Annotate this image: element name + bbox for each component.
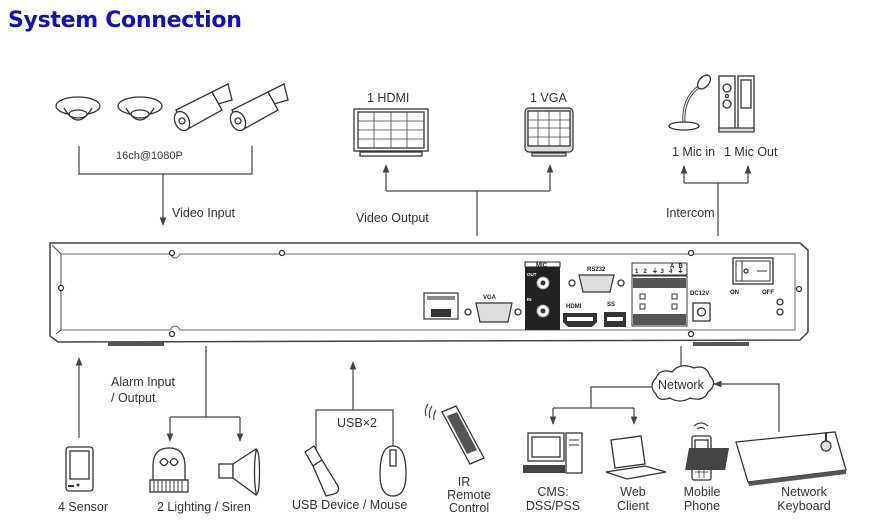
screw-icon xyxy=(687,330,695,338)
alarm-pin-label: ⏚ xyxy=(678,268,684,275)
vga-monitor-label: 1 VGA xyxy=(530,91,567,105)
mic-out-port-label: OUT xyxy=(527,272,537,277)
dc-power-jack xyxy=(692,302,711,322)
mic-block-label: MIC xyxy=(536,263,548,269)
bullet-camera-icon xyxy=(229,83,289,132)
alarm-pin-label: 3 xyxy=(661,269,665,275)
speaker-icon xyxy=(718,75,755,133)
network-label: Network xyxy=(658,378,705,392)
sensor-label: 4 Sensor xyxy=(58,500,108,514)
alarm-top-label: A xyxy=(670,264,675,270)
hdmi-port-label: HDMI xyxy=(566,304,582,310)
intercom-label: Intercom xyxy=(666,206,715,220)
lan-port: 品 xyxy=(423,292,459,320)
alarm-label-line1: Alarm Input xyxy=(111,375,175,389)
camera-group xyxy=(55,83,289,132)
microphone-icon xyxy=(668,74,712,131)
keyboard-label-line2: Keyboard xyxy=(777,499,831,513)
mouse-icon xyxy=(379,445,407,497)
mic-port-block: MIC OUT IN xyxy=(524,261,561,330)
screw-icon xyxy=(687,249,695,257)
camera-bracket xyxy=(78,146,253,175)
dome-camera-icon xyxy=(117,96,163,121)
mobile-label-line1: Mobile xyxy=(684,485,721,499)
usb-bracket xyxy=(315,409,394,449)
dome-camera-icon xyxy=(55,96,101,121)
screw-icon xyxy=(57,284,65,292)
network-branch-line xyxy=(553,386,651,409)
video-output-line xyxy=(386,190,550,236)
desktop-pc-icon xyxy=(523,432,583,474)
intercom-line xyxy=(684,182,748,236)
web-label-line1: Web xyxy=(620,485,646,499)
switch-off-label: OFF xyxy=(762,290,774,296)
screw-icon xyxy=(795,285,803,293)
dc-label: DC12V xyxy=(690,291,709,297)
nvr-back-panel: 品 VGA MIC OUT IN RS232 xyxy=(49,242,809,346)
vga-port xyxy=(464,302,522,323)
usb-count-label: USB×2 xyxy=(337,416,377,430)
video-output-label: Video Output xyxy=(356,211,429,225)
ground-icon xyxy=(776,298,784,306)
cms-label-line1: CMS: xyxy=(537,485,568,499)
hdmi-monitor-label: 1 HDMI xyxy=(367,91,409,105)
video-input-label: Video Input xyxy=(172,206,236,220)
alarm-pin-label: 2 xyxy=(644,269,648,275)
bullet-camera-icon xyxy=(173,83,233,132)
switch-on-label: ON xyxy=(730,290,739,296)
lighting-siren-label: 2 Lighting / Siren xyxy=(157,500,251,514)
network-keyboard-icon xyxy=(685,431,847,486)
page-title: System Connection xyxy=(8,8,242,33)
screw-icon xyxy=(168,330,176,338)
mic-in-port-label: IN xyxy=(527,297,532,302)
hdmi-monitor-icon xyxy=(353,108,429,157)
alarm-top-label: B xyxy=(679,264,684,270)
rs232-label: RS232 xyxy=(587,267,606,273)
mic-out-label: 1 Mic Out xyxy=(724,145,778,159)
siren-icon xyxy=(218,447,261,497)
screw-icon xyxy=(168,249,176,257)
ir-label-line1: IR xyxy=(458,475,471,489)
alarm-pin-label: ⏚ xyxy=(652,268,658,275)
usb-devices-label: USB Device / Mouse xyxy=(292,498,407,512)
ir-remote-icon xyxy=(424,403,485,465)
power-switch[interactable] xyxy=(732,257,774,285)
vga-port-label: VGA xyxy=(483,295,497,301)
mobile-label-line2: Phone xyxy=(684,499,720,513)
screw-icon xyxy=(278,249,286,257)
ground-screw-icon xyxy=(776,308,784,316)
panel-foot xyxy=(693,342,749,346)
rs232-port xyxy=(568,274,625,293)
ir-label-line2: Remote xyxy=(447,488,491,502)
keyboard-arrow xyxy=(713,380,780,432)
warning-light-icon xyxy=(149,447,189,493)
web-label-line2: Client xyxy=(617,499,649,513)
usb-drive-icon xyxy=(304,445,340,497)
sensor-icon xyxy=(65,446,94,492)
alarm-pin-label: 1 xyxy=(635,269,639,275)
vga-monitor-icon xyxy=(524,107,574,157)
panel-foot xyxy=(108,342,164,346)
alarm-pin-label: 4 xyxy=(669,269,673,275)
ir-label-line3: Control xyxy=(449,501,489,515)
usb-port xyxy=(604,312,626,327)
usb-port-label: SS xyxy=(607,302,615,308)
hdmi-port xyxy=(563,313,597,327)
network-cloud-icon xyxy=(651,365,715,402)
keyboard-label-line1: Network xyxy=(781,485,828,499)
laptop-icon xyxy=(605,435,667,480)
mic-in-label: 1 Mic in xyxy=(672,145,715,159)
alarm-label-line2: / Output xyxy=(111,391,156,405)
alarm-line xyxy=(170,346,240,418)
cms-label-line2: DSS/PSS xyxy=(526,499,580,513)
cameras-label: 16ch@1080P xyxy=(116,150,183,162)
